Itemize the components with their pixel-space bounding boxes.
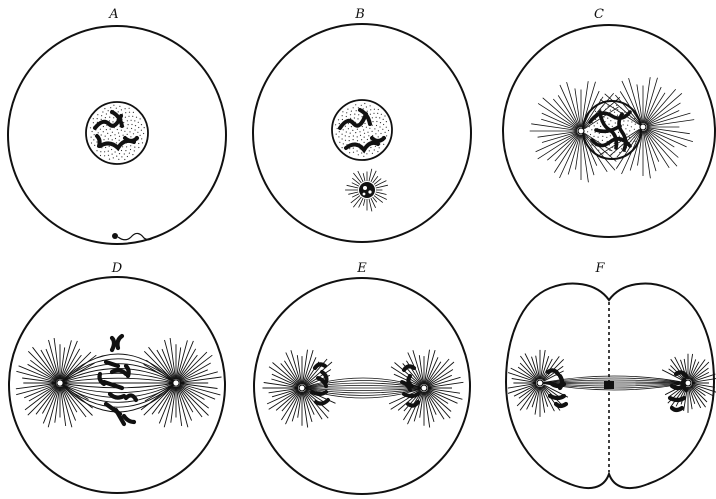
nucleoplasm-stipple [90,105,145,160]
panel-e: E [254,261,470,494]
centrosome-right [685,380,691,386]
female-pronucleus [332,100,392,160]
aster-rays [263,350,464,428]
panel-b: B [253,7,471,242]
cell-membrane [8,26,226,244]
panel-d: D [9,261,225,493]
panel-a: A [8,7,226,244]
centrosome-left [578,128,584,134]
centrosome-left [299,385,305,391]
panel-c: C [503,7,715,237]
fusion-nucleus [583,101,641,159]
panel-label-e: E [356,261,367,276]
panel-label-d: D [111,261,123,276]
centrosome-right [173,380,179,386]
centrosome-left [537,380,543,386]
mid-body [604,381,614,389]
centrosome-right [421,385,427,391]
cell-membrane [253,24,471,242]
panel-label-b: B [354,7,365,22]
panel-label-c: C [594,7,604,22]
centrosome-right [640,124,646,130]
centrosome-left [57,380,63,386]
panel-label-a: A [108,7,118,22]
panel-label-f: F [594,261,605,276]
panel-f: F [506,261,716,488]
spindle-fibers [60,354,176,412]
male-pronucleus [345,169,388,212]
nucleus [86,102,148,164]
chromosome-threads [590,112,630,150]
